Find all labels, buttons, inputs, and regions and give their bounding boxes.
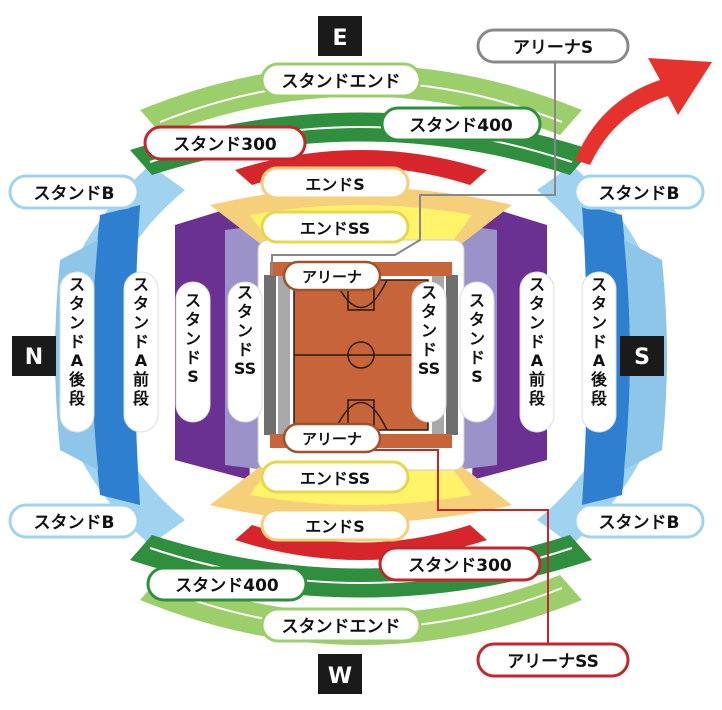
- compass-west-label: W: [328, 664, 352, 689]
- arena-top-label: アリーナ: [302, 268, 362, 286]
- vertical-label-pills: [59, 271, 617, 433]
- end-ss-top-label: エンドSS: [300, 219, 370, 238]
- arena-top-label-box: [282, 260, 382, 292]
- stand-end-top-label-box: [260, 62, 422, 98]
- stand-300-bottom-label-box: [378, 546, 542, 582]
- end-ss-top-label-box: [260, 210, 410, 244]
- stand-end-bottom-label: スタンドエンド: [282, 617, 401, 637]
- stand-end-top-label: スタンドエンド: [282, 72, 401, 92]
- end-s-top-label: エンドS: [305, 175, 365, 194]
- stand-400-top-label-box: [380, 106, 542, 142]
- compass-east-marker: [318, 16, 362, 56]
- compass-south-marker: [620, 336, 664, 376]
- stand-b-ne-label-box: [573, 174, 705, 210]
- arena-ss-left[interactable]: [264, 275, 276, 435]
- arena-ss-callout-label: アリーナSS: [507, 652, 599, 672]
- compass-north-label: N: [25, 345, 43, 370]
- stand-end-sections[interactable]: [140, 65, 582, 645]
- stand-b-sw-label: スタンドB: [34, 513, 115, 533]
- stand-end-bottom-label-box: [260, 607, 422, 643]
- arena-bottom-label-box: [282, 422, 382, 454]
- stand-400-top-label: スタンド400: [409, 116, 513, 136]
- arena-ss-right[interactable]: [446, 275, 458, 435]
- callout-leader-lines: [271, 62, 556, 650]
- arena-bottom-label: アリーナ: [302, 430, 362, 448]
- direction-arrow-icon: [575, 58, 712, 165]
- end-s-bottom-label-box: [260, 508, 410, 542]
- stand-300-top-label-box: [143, 125, 307, 161]
- arena-s-left[interactable]: [278, 275, 290, 435]
- arena-s-callout-box: [476, 28, 630, 64]
- stand-b-nw-label-box: [8, 174, 140, 210]
- compass-north-marker: [12, 336, 56, 376]
- compass-west-marker: [318, 654, 362, 694]
- compass-south-label: S: [634, 345, 650, 370]
- stand-b-se-label-box: [573, 503, 705, 539]
- stand-b-sw-label-box: [8, 503, 140, 539]
- stand-300-top-label: スタンド300: [173, 135, 277, 155]
- arena-ss-callout-box: [476, 642, 630, 678]
- stand-400-bottom-label-box: [146, 566, 308, 602]
- stand-b-nw-label: スタンドB: [34, 184, 115, 204]
- compass-east-label: E: [332, 26, 347, 51]
- stand-400-bottom-label: スタンド400: [175, 576, 279, 596]
- arena-s-callout-label: アリーナS: [513, 38, 593, 58]
- end-ss-bottom-label-box: [260, 460, 410, 494]
- end-s-top-label-box: [260, 166, 410, 200]
- end-s-bottom-label: エンドS: [305, 517, 365, 536]
- end-ss-bottom-label: エンドSS: [300, 469, 370, 488]
- stand-b-ne-label: スタンドB: [599, 184, 680, 204]
- basketball-court: [293, 279, 429, 431]
- stand-b-se-label: スタンドB: [599, 513, 680, 533]
- stand-300-bottom-label: スタンド300: [408, 556, 512, 576]
